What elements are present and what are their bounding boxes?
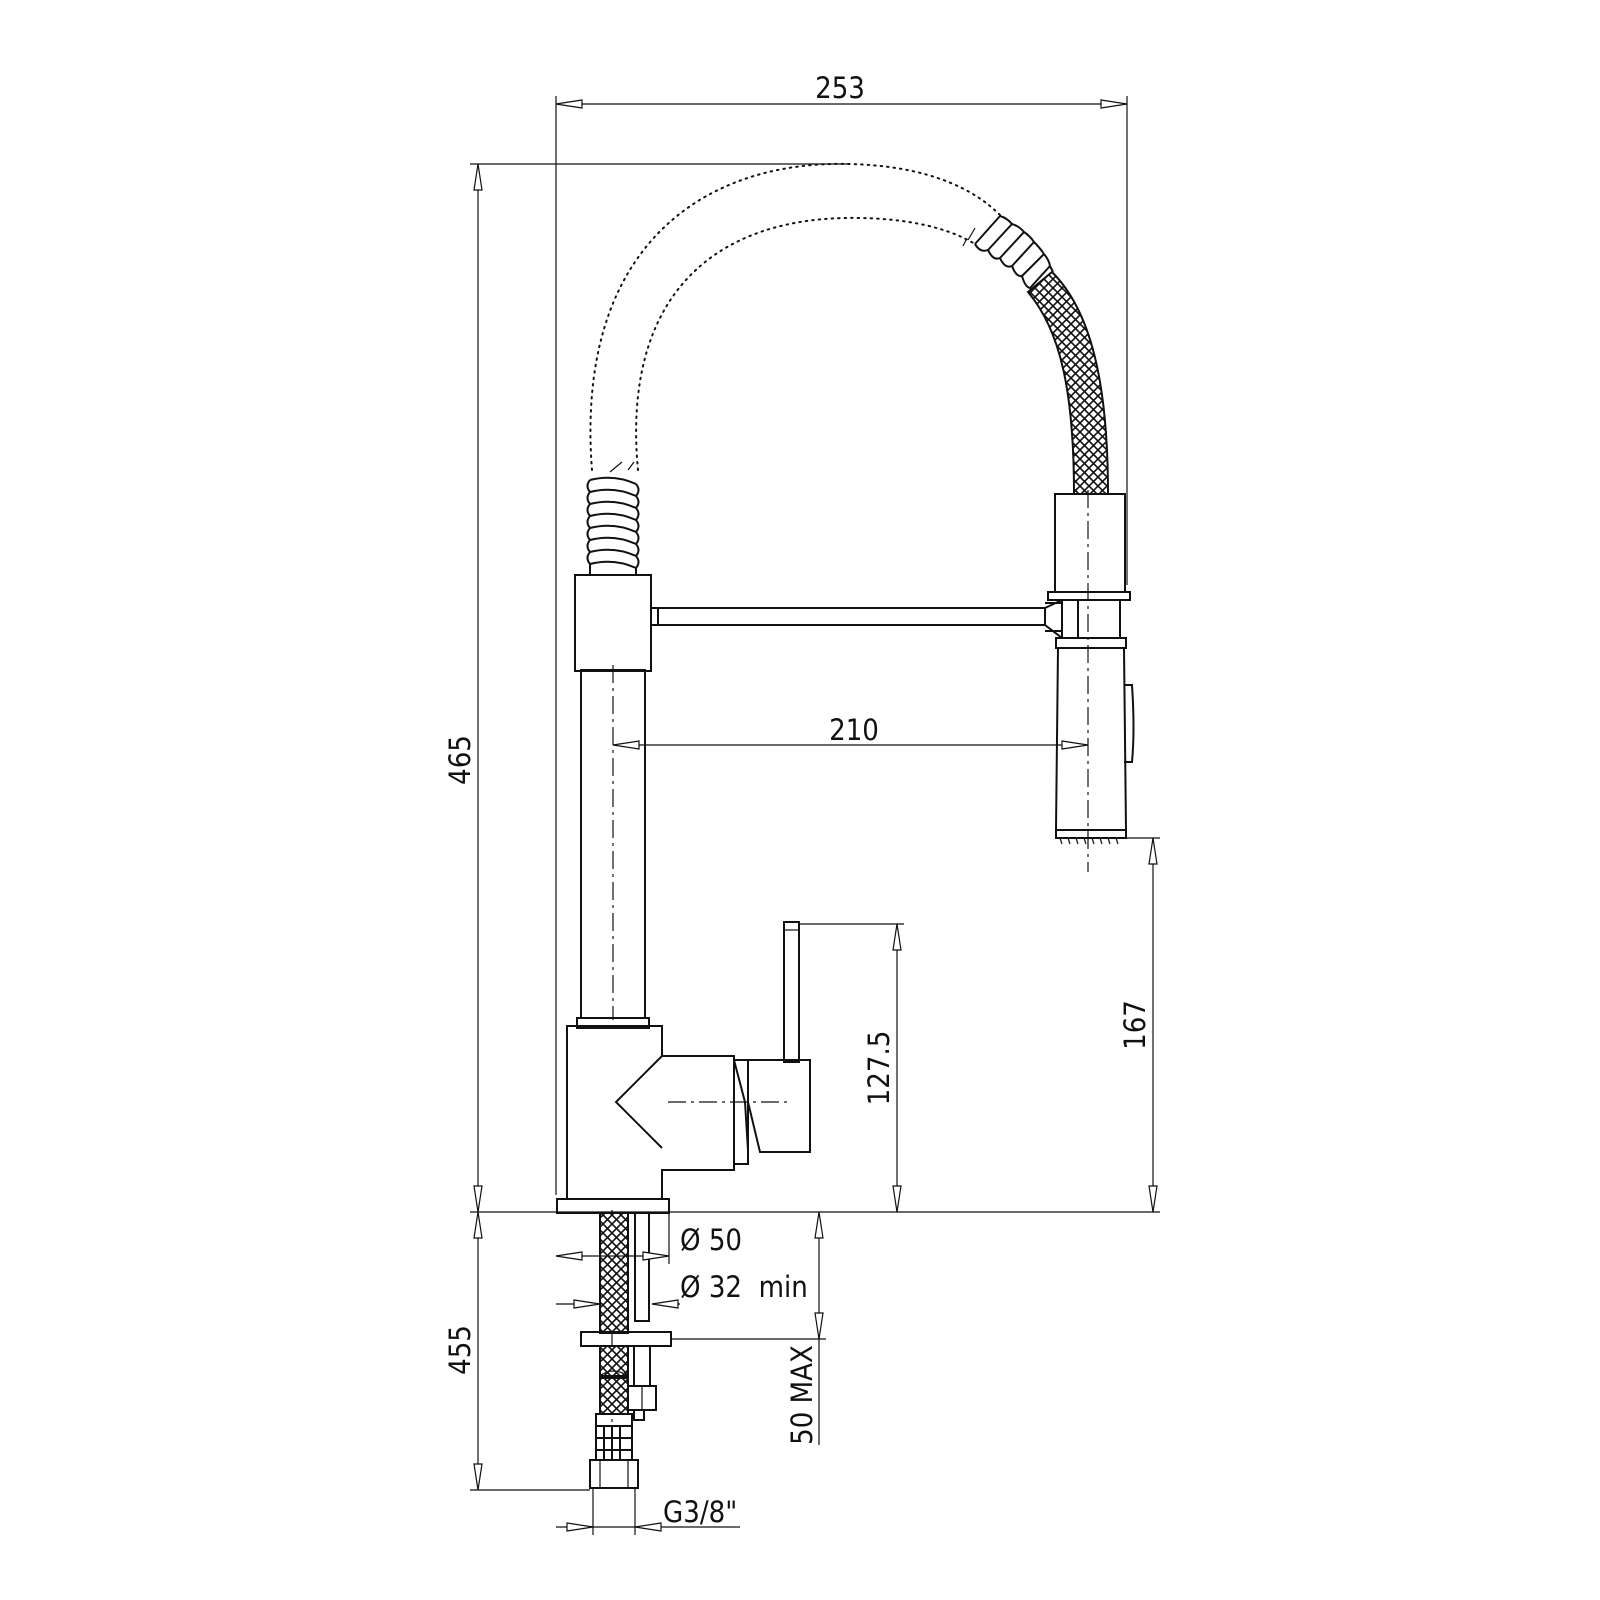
cartridge-bevel [733, 1059, 811, 1153]
supply-hose-upper [599, 1212, 629, 1334]
dim-spout-reach: 210 [829, 713, 879, 747]
spring-arch-outer [589, 162, 1001, 471]
dim-overall-width: 253 [815, 71, 865, 105]
dim-base-diameter: Ø 50 [680, 1223, 742, 1257]
hose-crimp [595, 1425, 633, 1461]
lever-handle [783, 921, 800, 1063]
connector-nut [589, 1459, 639, 1489]
dim-max-deck: 50 MAX [785, 1345, 819, 1445]
body-chamfer [614, 1055, 663, 1149]
hose-ferrule [595, 1413, 633, 1427]
faucet-outline [556, 162, 1135, 1489]
dim-spout-clearance: 167 [1118, 1000, 1152, 1050]
sprayer-clamp [1044, 599, 1121, 639]
dim-overall-height: 465 [443, 735, 477, 785]
below-deck-parts [580, 1210, 672, 1489]
dimension-lines [470, 96, 1160, 1535]
sprayer-ring [1047, 591, 1131, 601]
dim-connection-thread: G3/8" [663, 1495, 737, 1529]
swivel-collar [574, 574, 652, 672]
support-arm [651, 607, 1046, 626]
sprayer-handle [1054, 647, 1128, 831]
dim-lever-height: 127.5 [862, 1031, 896, 1106]
mixer-body [566, 1025, 735, 1199]
top-spring [962, 215, 1054, 296]
sprayer-button [1124, 684, 1135, 763]
dim-below-deck: 455 [443, 1325, 477, 1375]
braided-hose [1026, 270, 1110, 495]
nut-shaft [633, 1345, 651, 1387]
cartridge [734, 1059, 749, 1165]
fixing-washer [580, 1331, 672, 1347]
base-plate [556, 1198, 670, 1214]
dim-hole-diameter: Ø 32 min [680, 1270, 808, 1304]
column-spring [586, 461, 640, 575]
sprayer-upper [1054, 493, 1126, 593]
spring-arch-inner [635, 216, 976, 471]
threaded-rod [634, 1212, 650, 1322]
